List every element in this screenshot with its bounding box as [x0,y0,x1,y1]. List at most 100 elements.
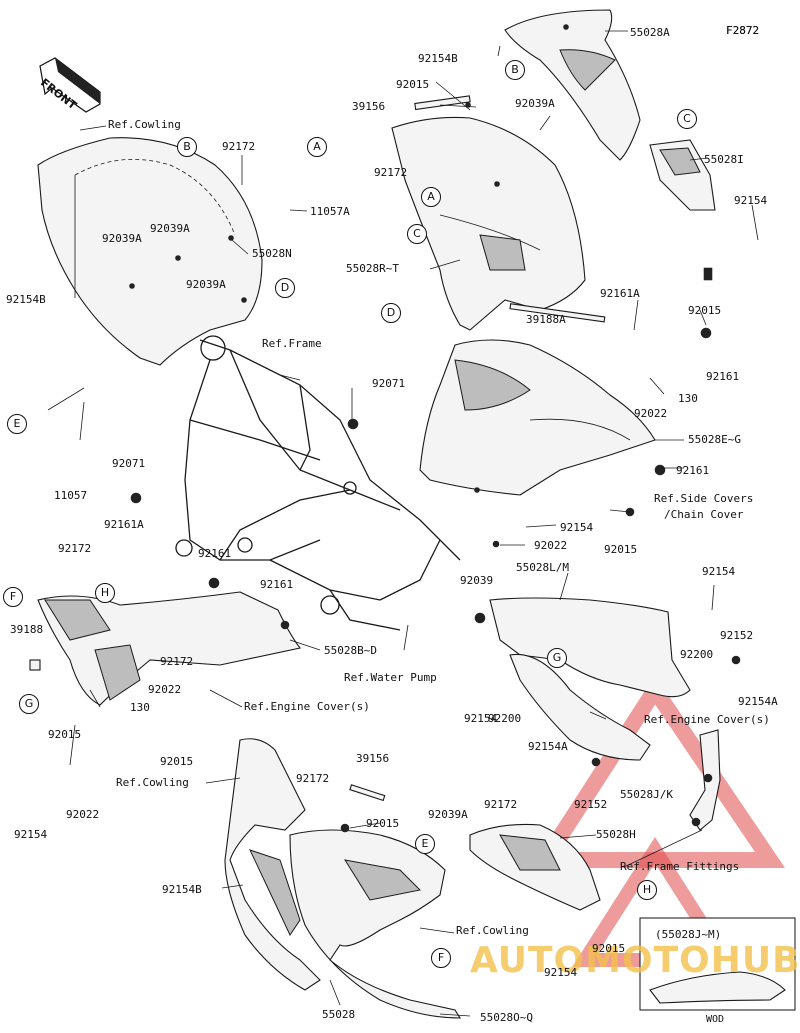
part-number-label: 55028R~T [346,262,399,275]
part-number-label: 92022 [634,407,668,420]
part-number-label: 55028I [704,153,744,166]
part-55028O-Q [289,829,461,1019]
part-number-label: 92154 [734,194,768,207]
callout-letter: E [415,834,435,854]
part-number-label: Ref.Cowling [108,118,181,131]
part-number-label: Ref.Cowling [116,776,189,789]
callout-letter: C [677,109,697,129]
part-number-label: 92161A [104,518,144,531]
part-55028B-D [37,591,301,706]
part-number-label: 92172 [296,772,330,785]
part-number-label: 92200 [680,648,714,661]
part-number-label: 92015 [592,942,626,955]
part-number-label: 92152 [574,798,608,811]
callout-letter: E [7,414,27,434]
part-number-label: 92172 [222,140,256,153]
part-number-label: 92172 [160,655,194,668]
part-number-label: 92015 [160,755,194,768]
callout-letter: A [307,137,327,157]
part-number-label: 92161 [198,547,232,560]
part-number-label: 130 [678,392,698,405]
part-number-label: Ref.Cowling [456,924,529,937]
part-number-label: 92172 [374,166,408,179]
part-number-label: /Chain Cover [664,508,744,521]
part-number-label: 39188 [10,623,44,636]
inset-caption: WOD [706,1014,725,1025]
part-number-label: 55028B~D [324,644,377,657]
part-number-label: 92022 [66,808,100,821]
part-number-label: Ref.Side Covers [654,492,754,505]
callout-letter: B [505,60,525,80]
callout-letter: D [275,278,295,298]
part-number-label: 92071 [372,377,406,390]
part-number-label: 92154 [702,565,736,578]
part-number-label: 92154A [738,695,778,708]
callout-letter: A [421,187,441,207]
part-number-label: 92071 [112,457,146,470]
part-number-label: 92161 [676,464,710,477]
part-number-label: 55028O~Q [480,1011,533,1024]
part-number-label: 92039A [102,232,142,245]
callout-letter: G [547,648,567,668]
part-frame-fittings [689,729,721,831]
callout-letter: H [95,583,115,603]
part-number-label: 92039A [515,97,555,110]
part-number-label: 92039A [428,808,468,821]
part-number-label: 92154 [14,828,48,841]
part-55028A [504,9,641,161]
part-number-label: Ref.Water Pump [344,671,437,684]
part-number-label: 92154 [560,521,594,534]
part-number-label: 55028H [596,828,636,841]
part-55028L-M [489,597,691,698]
watermark-text: AUTOMOTOHUB [470,940,800,981]
part-number-label: 39156 [352,100,386,113]
part-number-label: 11057 [54,489,88,502]
part-number-label: 92154B [418,52,458,65]
inset-label: (55028J~M) [655,928,722,941]
part-55028J-K [509,653,651,761]
part-55028I [649,139,716,211]
part-number-label: 55028A [630,26,670,39]
part-number-label: 92154A [528,740,568,753]
part-number-label: 92022 [534,539,568,552]
part-number-label: 92039 [460,574,494,587]
part-number-label: Ref.Frame Fittings [620,860,740,873]
part-number-label: Ref.Engine Cover(s) [244,700,370,713]
leader-lines [47,30,759,1017]
callout-letter: G [19,694,39,714]
part-55028R-T [391,102,586,331]
part-number-label: 92154B [162,883,202,896]
part-number-label: Ref.Frame [262,337,322,350]
part-number-label: 92015 [688,304,722,317]
part-number-label: 55028E~G [688,433,741,446]
motorcycle-frame [175,335,461,631]
part-number-label: 92039A [186,278,226,291]
callout-letter: H [637,880,657,900]
part-number-label: 92015 [396,78,430,91]
part-number-label: 92154B [6,293,46,306]
part-number-label: 55028J/K [620,788,673,801]
part-number-label: 92152 [720,629,754,642]
part-number-label: 11057A [310,205,350,218]
part-number-label: 92022 [148,683,182,696]
part-number-label: 92200 [488,712,522,725]
callout-letter: D [381,303,401,323]
part-number-label: 92161 [260,578,294,591]
part-55028N [37,137,263,366]
callout-letter: F [431,948,451,968]
part-55028 [224,738,321,991]
part-number-label: 92039A [150,222,190,235]
part-number-label: 130 [130,701,150,714]
callout-letter: B [177,137,197,157]
part-55028E-G [419,339,656,496]
part-number-label: 92172 [58,542,92,555]
part-number-label: 39188A [526,313,566,326]
diagram-code: F2872 [726,24,760,37]
part-number-label: 92161A [600,287,640,300]
part-number-label: 55028L/M [516,561,569,574]
part-number-label: 92015 [366,817,400,830]
part-number-label: 39156 [356,752,390,765]
callout-letter: C [407,224,427,244]
